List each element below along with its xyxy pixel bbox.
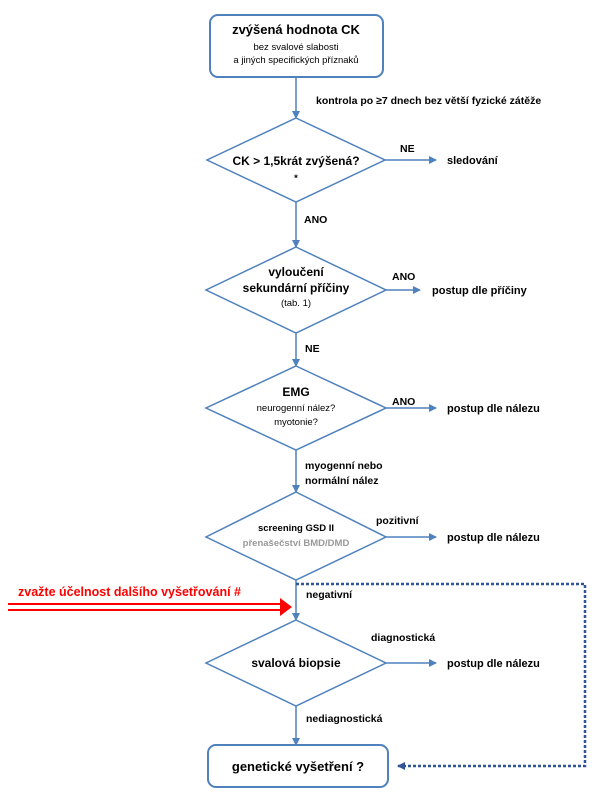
d4-side-label: pozitivní	[376, 515, 420, 527]
d4-line1: screening GSD II	[258, 523, 334, 534]
d1-down-label: ANO	[304, 214, 327, 226]
d1-outcome: sledování	[447, 155, 499, 167]
d3-line1: EMG	[282, 385, 309, 399]
dashed-bypass-path	[296, 582, 587, 770]
d1-mark: *	[294, 173, 298, 184]
end-box	[207, 744, 389, 788]
warning-arrowhead	[280, 598, 292, 616]
d3-down-label1: myogenní nebo	[305, 460, 383, 472]
d3-outcome: postup dle nálezu	[447, 403, 540, 415]
start-title: zvýšená hodnota CK	[232, 22, 360, 37]
d2-outcome: postup dle příčiny	[432, 285, 528, 297]
end-text: genetické vyšetření ?	[232, 759, 364, 774]
start-line2: a jiných specifických příznaků	[233, 55, 358, 66]
d3-line3: myotonie?	[274, 417, 318, 428]
d3-down-label2: normální nález	[305, 475, 379, 487]
d2-line3: (tab. 1)	[281, 298, 311, 309]
step1-label: kontrola po ≥7 dnech bez větší fyzické z…	[316, 95, 541, 107]
d1-side-label: NE	[400, 143, 415, 155]
start-line1: bez svalové slabosti	[253, 42, 338, 53]
d2-side-label: ANO	[392, 271, 415, 283]
d3-side-label: ANO	[392, 396, 415, 408]
d2-down-label: NE	[305, 343, 320, 355]
d2-line1: vyloučení	[268, 265, 324, 279]
d4-down-label: negativní	[306, 589, 353, 601]
d2-line2: sekundární příčiny	[243, 281, 350, 295]
d4-outcome: postup dle nálezu	[447, 532, 540, 544]
d5-text: svalová biopsie	[251, 656, 341, 670]
d5-down-label: nediagnostická	[306, 713, 383, 725]
d5-outcome: postup dle nálezu	[447, 658, 540, 670]
d5-side-label: diagnostická	[371, 632, 435, 644]
d3-line2: neurogenní nález?	[257, 403, 336, 414]
decision-screening	[204, 491, 388, 581]
d1-text: CK > 1,5krát zvýšená?	[232, 154, 359, 168]
warning-text: zvažte účelnost dalšího vyšetřování #	[18, 585, 241, 599]
d4-line2: přenašečství BMD/DMD	[243, 538, 350, 549]
